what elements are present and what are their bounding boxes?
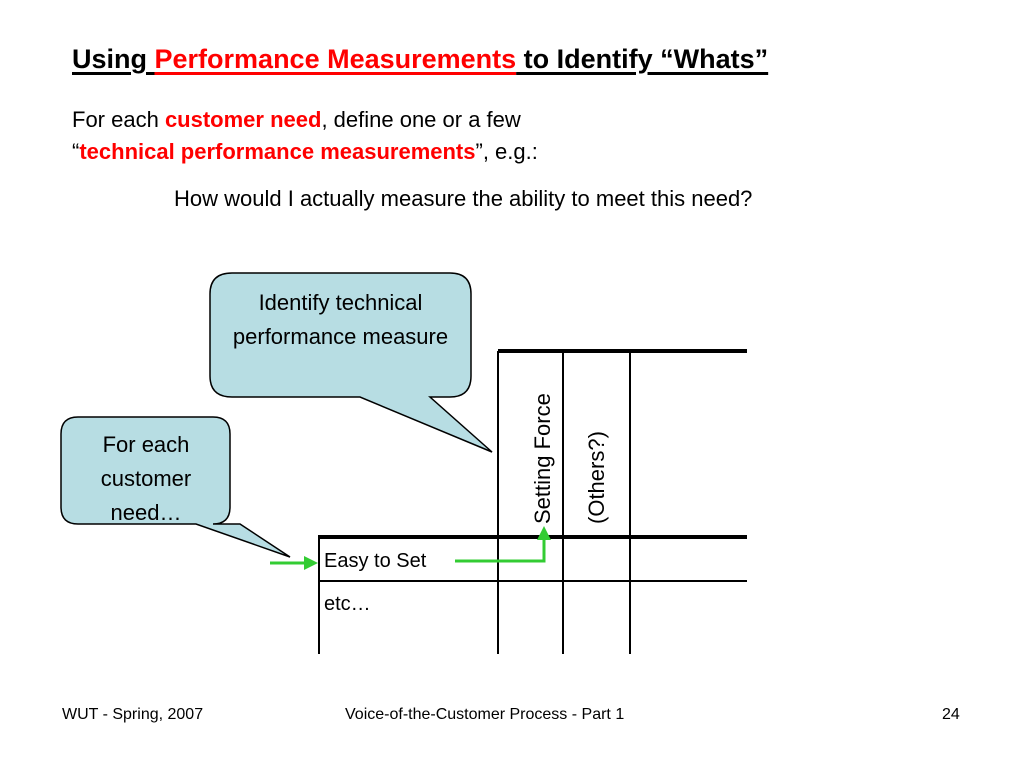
column-header-setting-force: Setting Force — [530, 393, 555, 524]
row-label-easy-to-set: Easy to Set — [324, 550, 427, 572]
intro-text: For each customer need, define one or a … — [72, 104, 538, 168]
intro-line-1: For each customer need, define one or a … — [72, 104, 538, 136]
footer-center: Voice-of-the-Customer Process - Part 1 — [345, 706, 625, 723]
title-highlight: Performance Measurements — [154, 44, 517, 74]
intro-text-part: For each — [72, 107, 165, 132]
intro-line-2: “technical performance measurements”, e.… — [72, 136, 538, 168]
callout-left-shape — [60, 416, 291, 558]
footer-left: WUT - Spring, 2007 — [62, 706, 204, 723]
customer-need-highlight: customer need — [164, 107, 322, 132]
green-arrows — [270, 526, 551, 570]
slide-title: Using Performance Measurements to Identi… — [72, 44, 952, 75]
title-prefix: Using — [72, 44, 155, 74]
callout-left-text: For each customer need… — [100, 432, 192, 525]
intro-text-part: ”, e.g.: — [475, 139, 538, 164]
title-suffix: to Identify “Whats” — [516, 44, 769, 74]
measurements-highlight: technical performance measurements — [79, 139, 476, 164]
column-header-others: (Others?) — [584, 431, 609, 524]
page-number: 24 — [942, 706, 960, 723]
intro-text-part: , define one or a few — [321, 107, 521, 132]
intro-text-part: “ — [72, 139, 80, 164]
row-label-etc: etc… — [324, 593, 371, 615]
matrix-grid — [318, 349, 747, 654]
callout-top-shape — [209, 272, 493, 453]
guiding-question: How would I actually measure the ability… — [174, 186, 753, 211]
callout-top-text: Identify technical performance measure — [232, 290, 449, 349]
